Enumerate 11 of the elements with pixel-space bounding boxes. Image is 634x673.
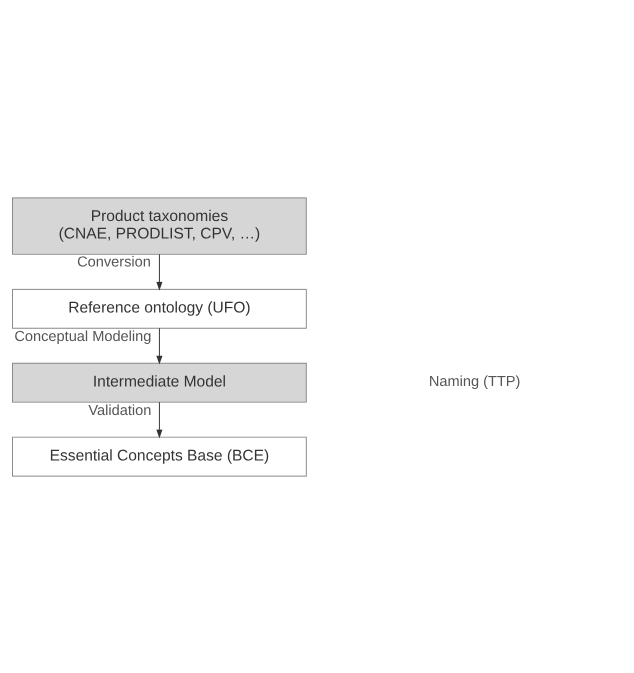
- node-box: Product taxonomies (CNAE, PRODLIST, CPV, …): [12, 196, 307, 254]
- label: Naming (TTP): [428, 374, 520, 390]
- edge-label: Conversion: [77, 254, 151, 270]
- node-box: Intermediate Model: [12, 362, 307, 402]
- edge-label: Conceptual Modeling: [14, 328, 152, 344]
- edge-label: Validation: [88, 402, 152, 418]
- arrow: [156, 401, 162, 438]
- node-box: Essential Concepts Base (BCE): [12, 436, 307, 476]
- arrow: [156, 327, 162, 364]
- arrow: [156, 253, 162, 290]
- node-box: Reference ontology (UFO): [12, 288, 307, 328]
